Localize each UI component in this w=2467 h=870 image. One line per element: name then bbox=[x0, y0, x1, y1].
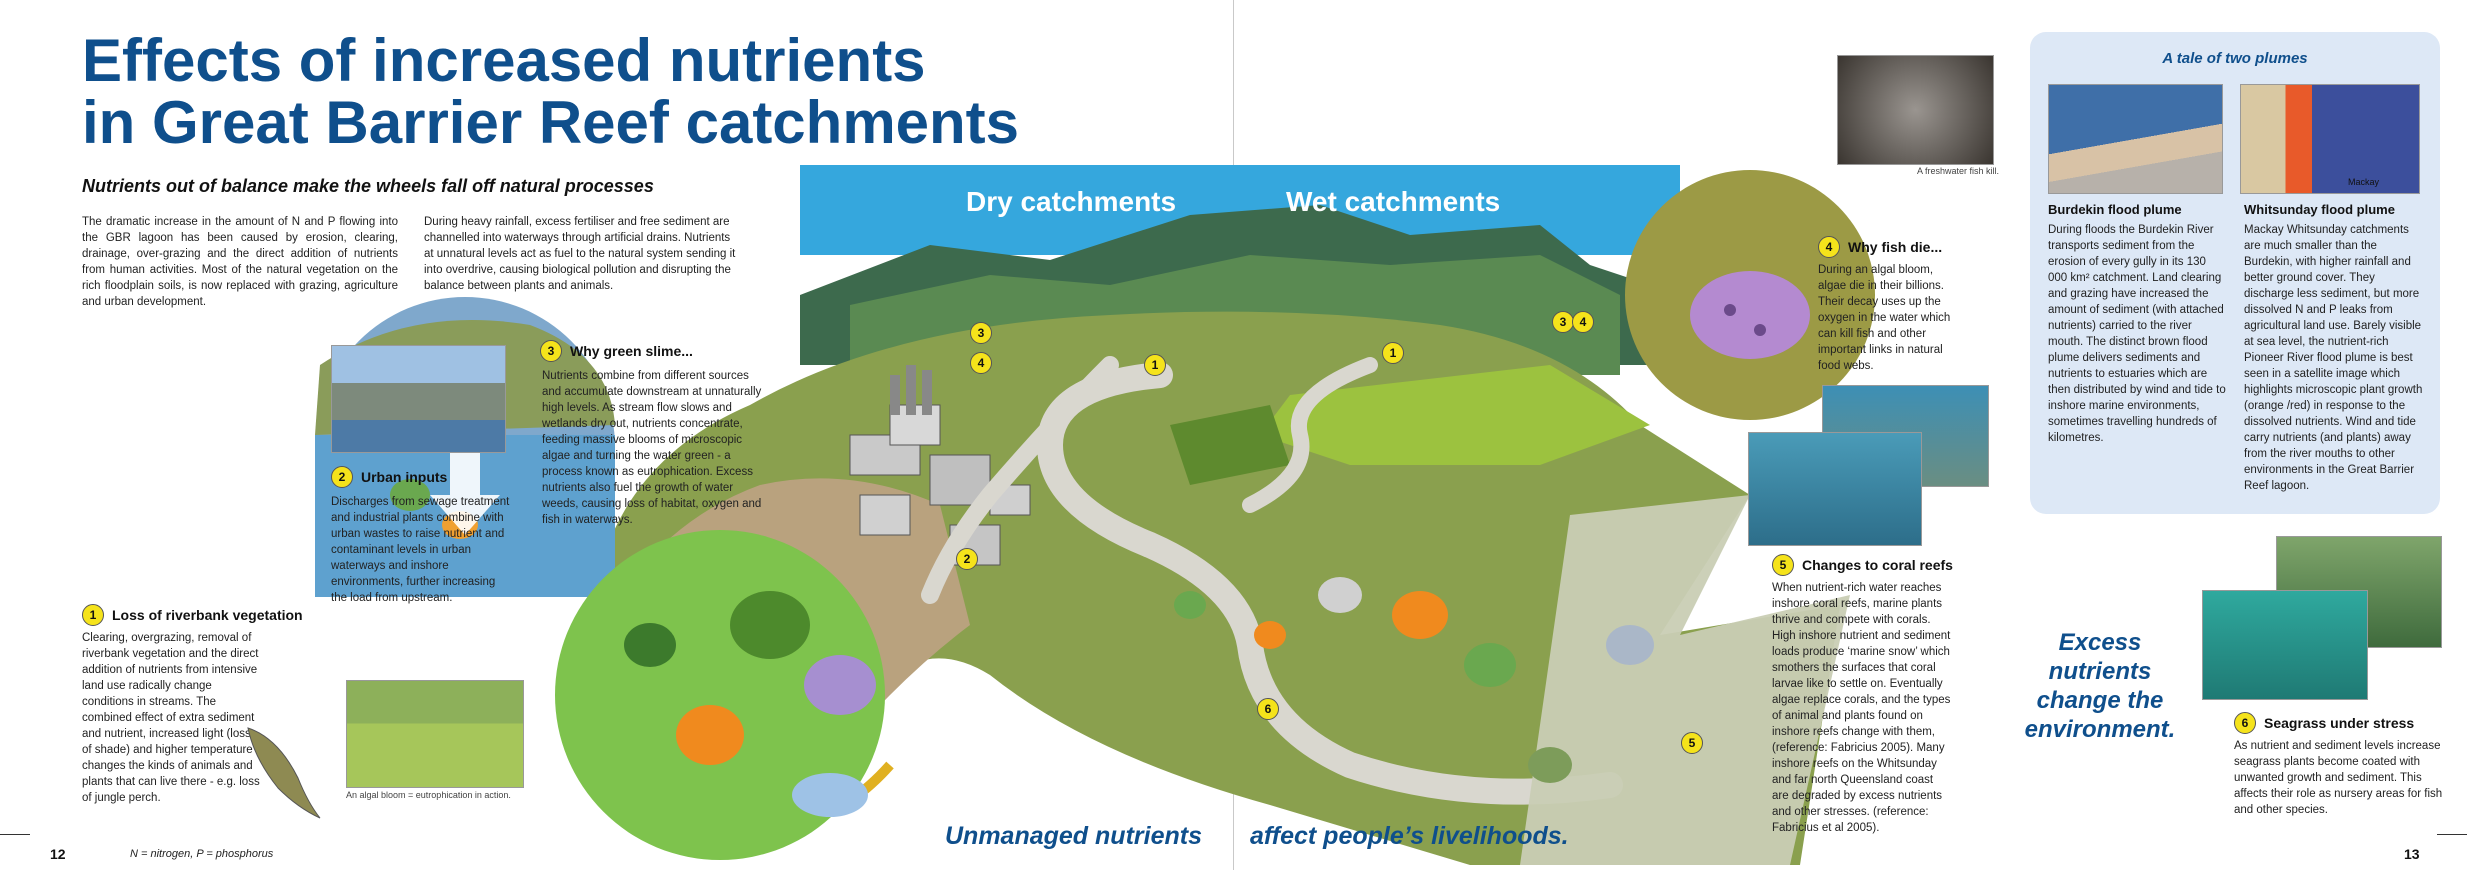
fish-kill-photo bbox=[1837, 55, 1994, 165]
marker-5: 5 bbox=[1681, 732, 1703, 754]
dry-catchments-label: Dry catchments bbox=[966, 186, 1177, 217]
section-5-title: Changes to coral reefs bbox=[1802, 557, 1953, 573]
plumes-title: A tale of two plumes bbox=[2162, 50, 2308, 67]
section-5: 5 Changes to coral reefs When nutrient-r… bbox=[1772, 554, 2012, 836]
title-line-1: Effects of increased nutrients bbox=[82, 27, 926, 94]
footer-right-slogan: affect people’s livelihoods. bbox=[1250, 822, 1569, 850]
algal-bloom-caption: An algal bloom = eutrophication in actio… bbox=[346, 790, 511, 800]
coral-photo-2 bbox=[1748, 432, 1922, 546]
burdekin-text: During floods the Burdekin River transpo… bbox=[2048, 224, 2226, 444]
page-number-left: 12 bbox=[50, 846, 66, 862]
title-line-2: in Great Barrier Reef catchments bbox=[82, 89, 1020, 156]
section-4: 4 Why fish die... During an algal bloom,… bbox=[1818, 236, 2018, 374]
burdekin-heading: Burdekin flood plume bbox=[2048, 202, 2182, 217]
seagrass-photo-2 bbox=[2202, 590, 2368, 700]
whitsunday-heading: Whitsunday flood plume bbox=[2244, 202, 2395, 217]
fish-kill-caption: A freshwater fish kill. bbox=[1917, 166, 2000, 176]
section-2: 2 Urban inputs Discharges from sewage tr… bbox=[331, 466, 511, 606]
section-3-title: Why green slime... bbox=[570, 343, 693, 359]
footer-left-slogan: Unmanaged nutrients bbox=[945, 822, 1202, 850]
marker-6: 6 bbox=[1257, 698, 1279, 720]
algal-bloom-photo bbox=[346, 680, 524, 788]
wet-catchments-label: Wet catchments bbox=[1286, 186, 1501, 217]
section-3: 3 Why green slime... Nutrients combine f… bbox=[540, 340, 770, 528]
mackay-map-label: Mackay bbox=[2347, 177, 2379, 187]
section-2-number: 2 bbox=[331, 466, 353, 488]
section-1-text: Clearing, overgrazing, removal of riverb… bbox=[82, 632, 260, 804]
section-4-number: 4 bbox=[1818, 236, 1840, 258]
urban-photo bbox=[331, 345, 506, 453]
burdekin-photo bbox=[2048, 84, 2223, 194]
intro-right-paragraph: During heavy rainfall, excess fertiliser… bbox=[424, 216, 736, 292]
section-5-text: When nutrient-rich water reaches inshore… bbox=[1772, 582, 1951, 834]
section-3-heading: 3 Why green slime... bbox=[540, 340, 770, 362]
section-2-heading: 2 Urban inputs bbox=[331, 466, 511, 488]
section-6-title: Seagrass under stress bbox=[2264, 715, 2415, 731]
marker-2: 2 bbox=[956, 548, 978, 570]
section-6-text: As nutrient and sediment levels increase… bbox=[2234, 740, 2443, 816]
section-5-heading: 5 Changes to coral reefs bbox=[1772, 554, 2012, 576]
section-1-number: 1 bbox=[82, 604, 104, 626]
page-number-right: 13 bbox=[2404, 846, 2420, 862]
whitsunday-text: Mackay Whitsunday catchments are much sm… bbox=[2244, 224, 2423, 492]
marker-4b: 4 bbox=[1572, 311, 1594, 333]
footer-rule-right bbox=[2437, 834, 2467, 835]
section-1-title: Loss of riverbank vegetation bbox=[112, 607, 303, 623]
footer-rule-left bbox=[0, 834, 30, 835]
subtitle: Nutrients out of balance make the wheels… bbox=[82, 176, 654, 196]
marker-3b: 3 bbox=[1552, 311, 1574, 333]
nutrient-legend: N = nitrogen, P = phosphorus bbox=[130, 848, 274, 860]
excess-nutrients-quote: Excess nutrients change the environment. bbox=[2024, 629, 2176, 743]
section-1: 1 Loss of riverbank vegetation Clearing,… bbox=[82, 604, 312, 806]
tale-of-two-plumes-box: A tale of two plumes Mackay Burdekin flo… bbox=[2030, 32, 2440, 514]
section-2-title: Urban inputs bbox=[361, 469, 448, 485]
section-1-heading: 1 Loss of riverbank vegetation bbox=[82, 604, 312, 626]
marker-3a: 3 bbox=[970, 322, 992, 344]
jungle-perch-image bbox=[247, 727, 321, 819]
section-4-title: Why fish die... bbox=[1848, 239, 1943, 255]
marker-1a: 1 bbox=[1144, 354, 1166, 376]
section-3-text: Nutrients combine from different sources… bbox=[542, 370, 762, 526]
section-6-heading: 6 Seagrass under stress bbox=[2234, 712, 2444, 734]
section-3-number: 3 bbox=[540, 340, 562, 362]
section-2-text: Discharges from sewage treatment and ind… bbox=[331, 496, 510, 604]
intro-left-paragraph: The dramatic increase in the amount of N… bbox=[82, 216, 398, 308]
catchment-illustration bbox=[315, 165, 1875, 865]
section-6: 6 Seagrass under stress As nutrient and … bbox=[2234, 712, 2444, 818]
marker-1b: 1 bbox=[1382, 342, 1404, 364]
marker-4a: 4 bbox=[970, 352, 992, 374]
section-4-heading: 4 Why fish die... bbox=[1818, 236, 2018, 258]
section-4-text: During an algal bloom, algae die in thei… bbox=[1818, 264, 1951, 372]
section-6-number: 6 bbox=[2234, 712, 2256, 734]
page-title: Effects of increased nutrients in Great … bbox=[82, 30, 1082, 154]
section-5-number: 5 bbox=[1772, 554, 1794, 576]
whitsunday-satellite-image: Mackay bbox=[2240, 84, 2420, 194]
